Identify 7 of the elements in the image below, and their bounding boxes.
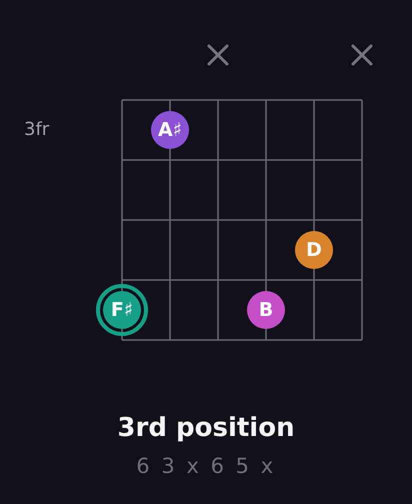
- note-name: F♯: [110, 300, 134, 320]
- note-name: A♯: [158, 120, 182, 140]
- note-name: B: [258, 300, 274, 320]
- note-name: D: [306, 240, 322, 260]
- fingering-caption: 6 3 x 6 5 x: [136, 453, 276, 480]
- chord-title: 3rd position: [117, 412, 295, 445]
- fret-number: 3fr: [24, 118, 50, 142]
